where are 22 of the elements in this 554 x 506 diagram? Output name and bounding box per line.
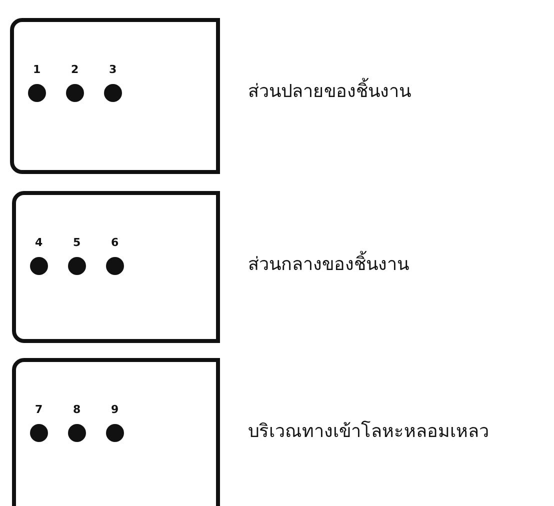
point-number: 1 xyxy=(33,64,41,76)
point-dot xyxy=(30,257,48,275)
region-box xyxy=(12,358,220,506)
point-number: 3 xyxy=(109,64,117,76)
point-dot xyxy=(66,84,84,102)
region-box xyxy=(12,191,220,343)
point-number: 9 xyxy=(111,404,119,416)
point-number: 6 xyxy=(111,237,119,249)
point-dot xyxy=(106,424,124,442)
region-label: บริเวณทางเข้าโลหะหลอมเหลว xyxy=(248,421,489,443)
point-dot xyxy=(28,84,46,102)
region-box xyxy=(10,18,220,174)
point-dot xyxy=(104,84,122,102)
point-number: 5 xyxy=(73,237,81,249)
point-number: 2 xyxy=(71,64,79,76)
point-dot xyxy=(30,424,48,442)
point-number: 7 xyxy=(35,404,43,416)
point-dot xyxy=(68,424,86,442)
point-dot xyxy=(106,257,124,275)
point-number: 8 xyxy=(73,404,81,416)
point-number: 4 xyxy=(35,237,43,249)
point-dot xyxy=(68,257,86,275)
